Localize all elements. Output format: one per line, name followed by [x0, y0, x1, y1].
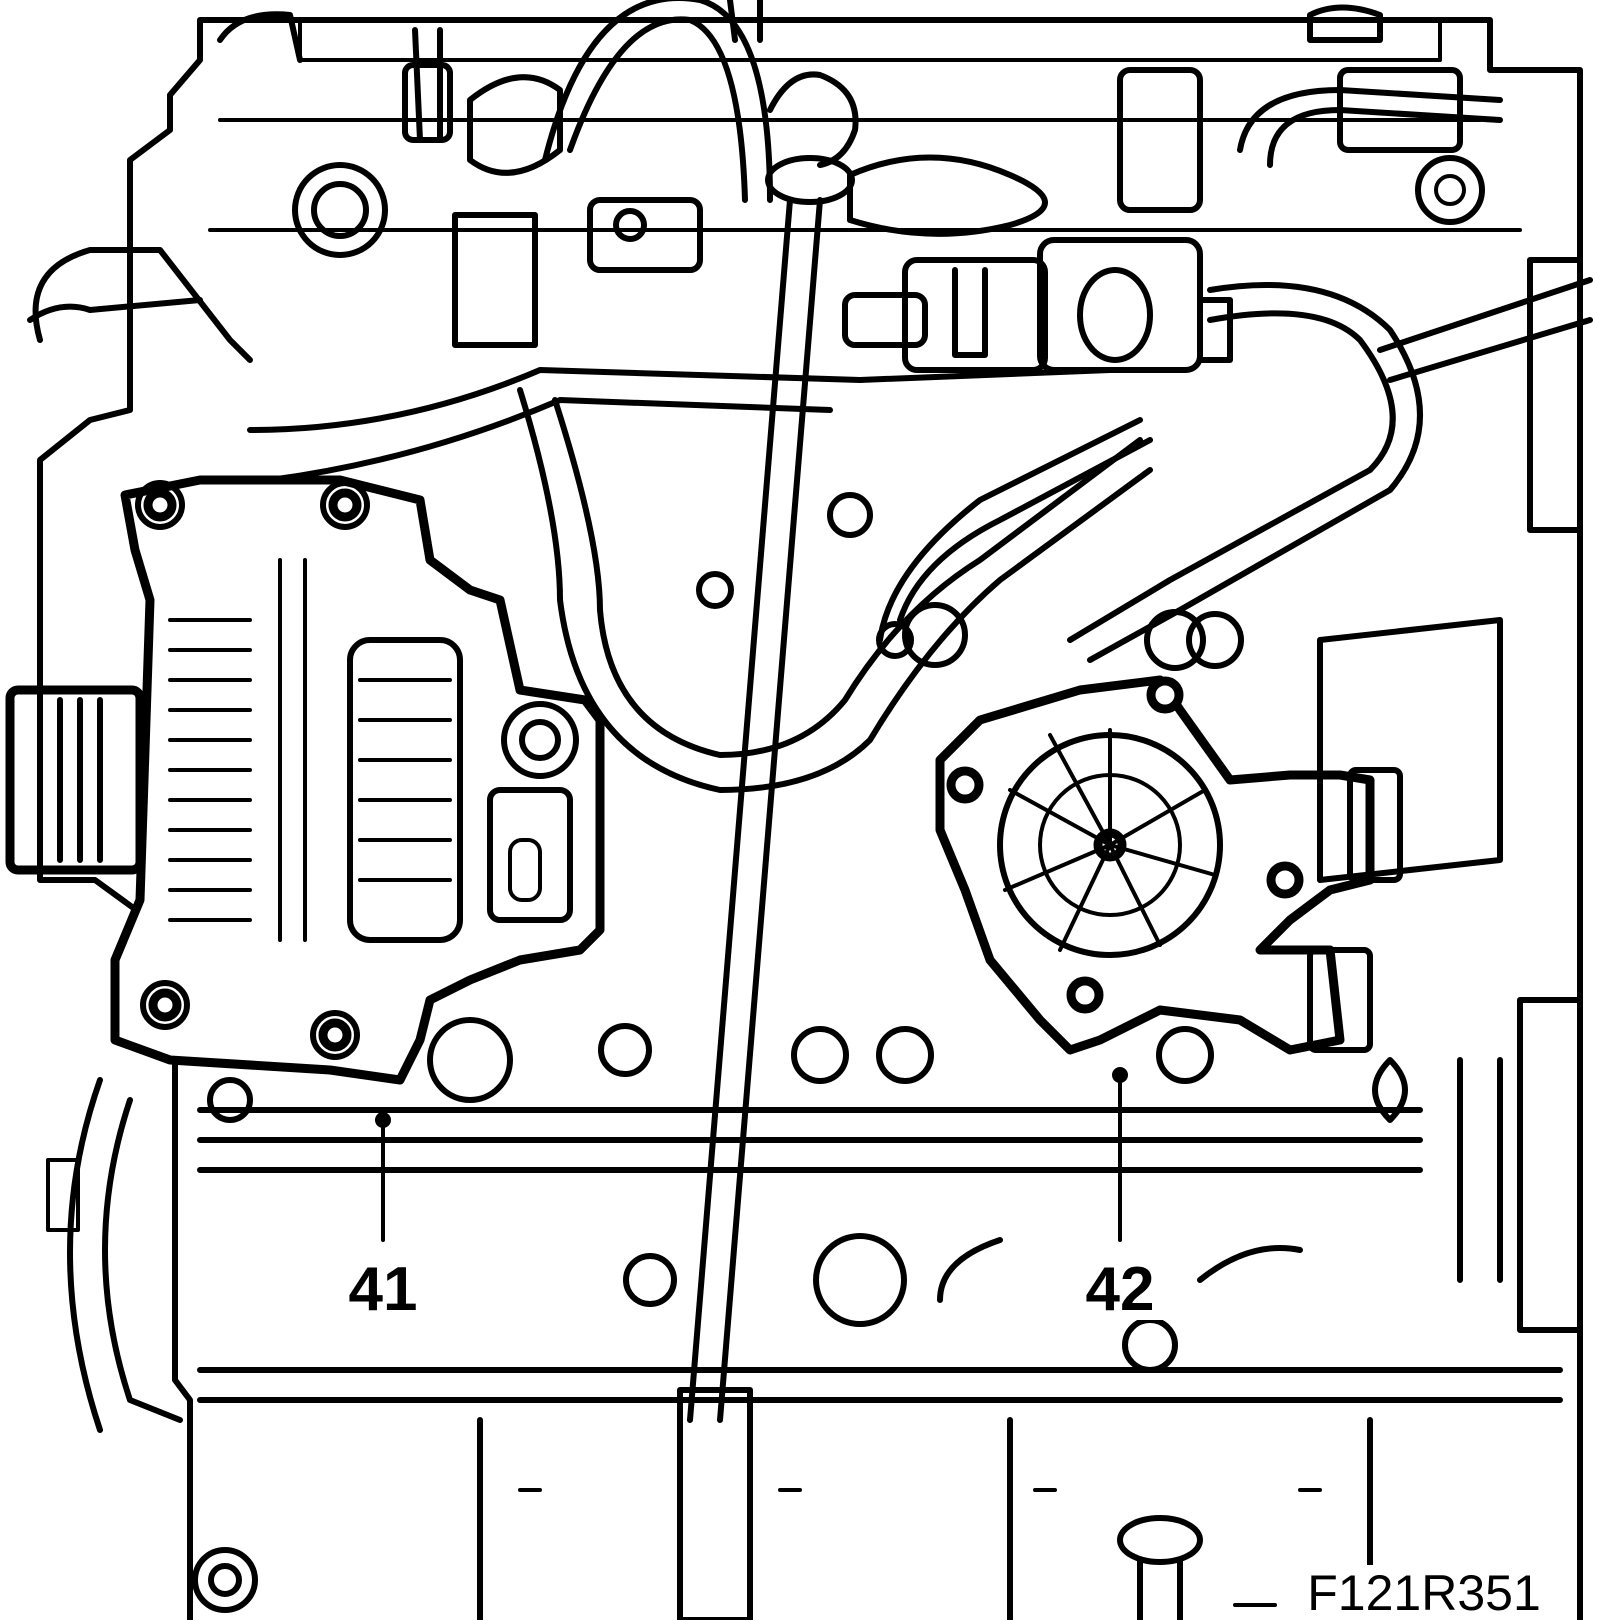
callout-41: 41 — [349, 1255, 418, 1324]
hoses — [27, 0, 1593, 793]
coolant-pump — [935, 675, 1403, 1055]
dipstick — [677, 71, 859, 1620]
figure-code: F121R351 — [1307, 1565, 1541, 1620]
cam-cover — [217, 4, 1485, 348]
callout-leaders — [375, 1067, 1277, 1607]
callout-42: 42 — [1086, 1255, 1155, 1324]
callout-labels: 41 42 F121R351 — [335, 1250, 1560, 1620]
alternator — [5, 475, 605, 1085]
lower-block — [46, 492, 1563, 1620]
fuel-rail — [842, 237, 1233, 373]
